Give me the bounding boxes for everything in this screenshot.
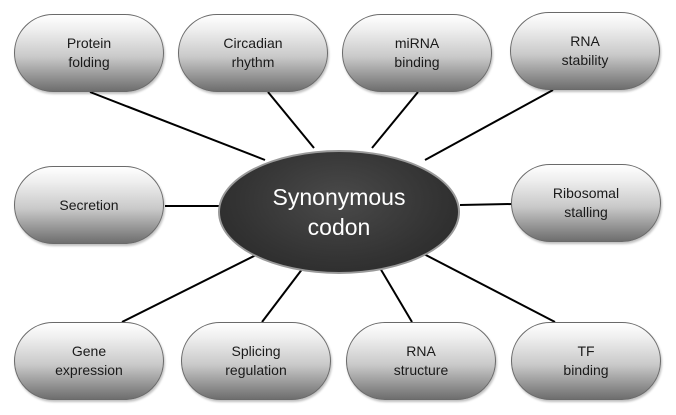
connector-gene-expression <box>121 253 259 323</box>
connector-rna-structure <box>379 267 413 323</box>
node-label: Secretion <box>59 196 119 213</box>
node-label: RNA stability <box>561 33 609 68</box>
node-label: Circadian rhythm <box>223 35 283 70</box>
center-label: Synonymous codon <box>272 184 406 240</box>
connector-ribosomal-stalling <box>459 203 513 206</box>
node-label: RNA structure <box>393 343 449 378</box>
node-tf-binding: TF binding <box>511 322 661 400</box>
node-gene-expression: Gene expression <box>14 322 164 400</box>
connector-splicing-regulation <box>261 267 304 323</box>
node-rna-stability: RNA stability <box>510 12 660 90</box>
node-label: TF binding <box>563 343 609 378</box>
node-rna-structure: RNA structure <box>346 322 496 400</box>
node-label: Protein folding <box>66 35 112 70</box>
connector-circadian-rhythm <box>267 91 315 149</box>
connector-rna-stability <box>424 89 554 161</box>
connector-mirna-binding <box>371 91 419 149</box>
node-secretion: Secretion <box>14 166 164 244</box>
node-ribosomal-stalling: Ribosomal stalling <box>511 164 661 242</box>
node-protein-folding: Protein folding <box>14 14 164 92</box>
node-label: Gene expression <box>55 343 123 378</box>
node-label: Ribosomal stalling <box>552 185 620 220</box>
node-splicing-regulation: Splicing regulation <box>181 322 331 400</box>
node-label: miRNA binding <box>394 35 440 70</box>
node-label: Splicing regulation <box>225 343 287 378</box>
center-node-synonymous-codon: Synonymous codon <box>218 150 460 274</box>
node-mirna-binding: miRNA binding <box>342 14 492 92</box>
node-circadian-rhythm: Circadian rhythm <box>178 14 328 92</box>
connector-tf-binding <box>419 251 556 323</box>
connector-protein-folding <box>89 91 266 161</box>
